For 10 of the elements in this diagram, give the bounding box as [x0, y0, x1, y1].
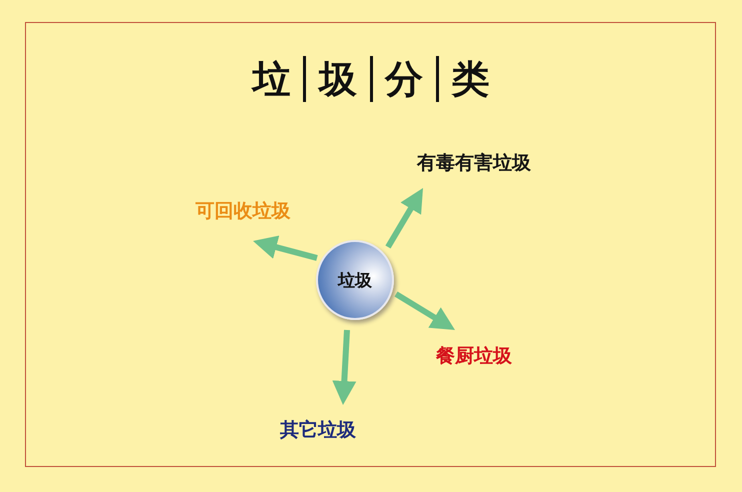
category-label: 餐厨垃圾 — [432, 337, 516, 375]
category-label: 有毒有害垃圾 — [413, 144, 535, 182]
arrow — [253, 236, 318, 261]
arrow — [394, 291, 455, 330]
arrow — [385, 188, 423, 249]
arrow — [332, 330, 356, 405]
category-label: 可回收垃圾 — [192, 192, 294, 230]
center-circle: 垃圾 — [316, 240, 394, 320]
category-label: 其它垃圾 — [276, 411, 360, 449]
title: 垃圾分类 — [240, 56, 502, 102]
